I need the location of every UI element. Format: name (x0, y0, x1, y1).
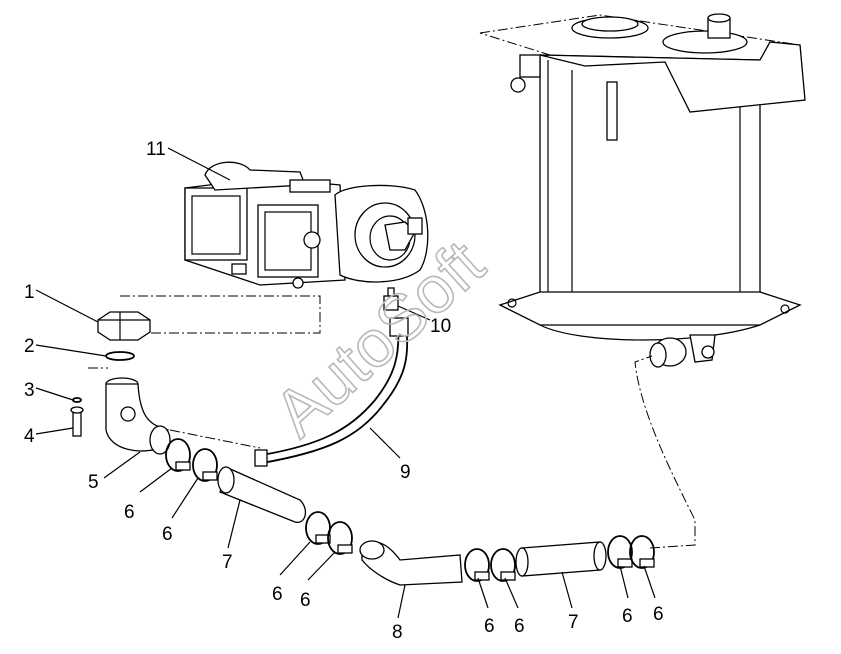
part-6-clamp-c (305, 511, 331, 545)
leader-dash-elbow-hose (169, 429, 261, 449)
part-8-bent-tube (359, 540, 463, 586)
callout-7a: 7 (222, 552, 233, 573)
callout-6g: 6 (622, 606, 633, 627)
callout-6d: 6 (300, 590, 311, 611)
callout-1: 1 (24, 282, 35, 303)
part-6-clamp-h (629, 535, 655, 569)
part-9-flex-hose (254, 317, 409, 467)
part-3-washer (72, 397, 82, 403)
part-6-clamp-g (607, 535, 633, 569)
callout-10: 10 (430, 316, 451, 337)
callout-6e: 6 (484, 616, 495, 637)
callout-9: 9 (400, 462, 411, 483)
callout-7b: 7 (568, 612, 579, 633)
part-5-elbow (105, 377, 171, 455)
part-6-clamp-a (165, 438, 191, 472)
callout-5: 5 (88, 472, 99, 493)
callout-3: 3 (24, 380, 35, 401)
callout-2: 2 (24, 336, 35, 357)
callout-6f: 6 (514, 616, 525, 637)
callout-6h: 6 (653, 604, 664, 625)
callout-6c: 6 (272, 584, 283, 605)
part-7-hose-a (217, 466, 307, 523)
part-6-clamp-f (490, 548, 516, 582)
part-10-fitting (383, 287, 399, 311)
part-6-clamp-d (327, 521, 353, 555)
callout-11: 11 (146, 139, 166, 160)
part-1-nut (97, 311, 151, 341)
leader-dash-pump-nut (120, 295, 321, 334)
callout-8: 8 (392, 622, 403, 643)
part-6-clamp-b (192, 448, 218, 482)
part-4-bolt (70, 406, 84, 437)
hydraulic-pump (184, 161, 429, 289)
callout-4: 4 (24, 426, 35, 447)
hydraulic-tank (479, 13, 806, 368)
part-7-hose-b (515, 541, 607, 577)
leader-dash-tank-outlet (634, 355, 696, 549)
part-2-o-ring (105, 351, 135, 361)
part-6-clamp-e (464, 548, 490, 582)
callout-6b: 6 (162, 524, 173, 545)
callout-6a: 6 (124, 502, 135, 523)
